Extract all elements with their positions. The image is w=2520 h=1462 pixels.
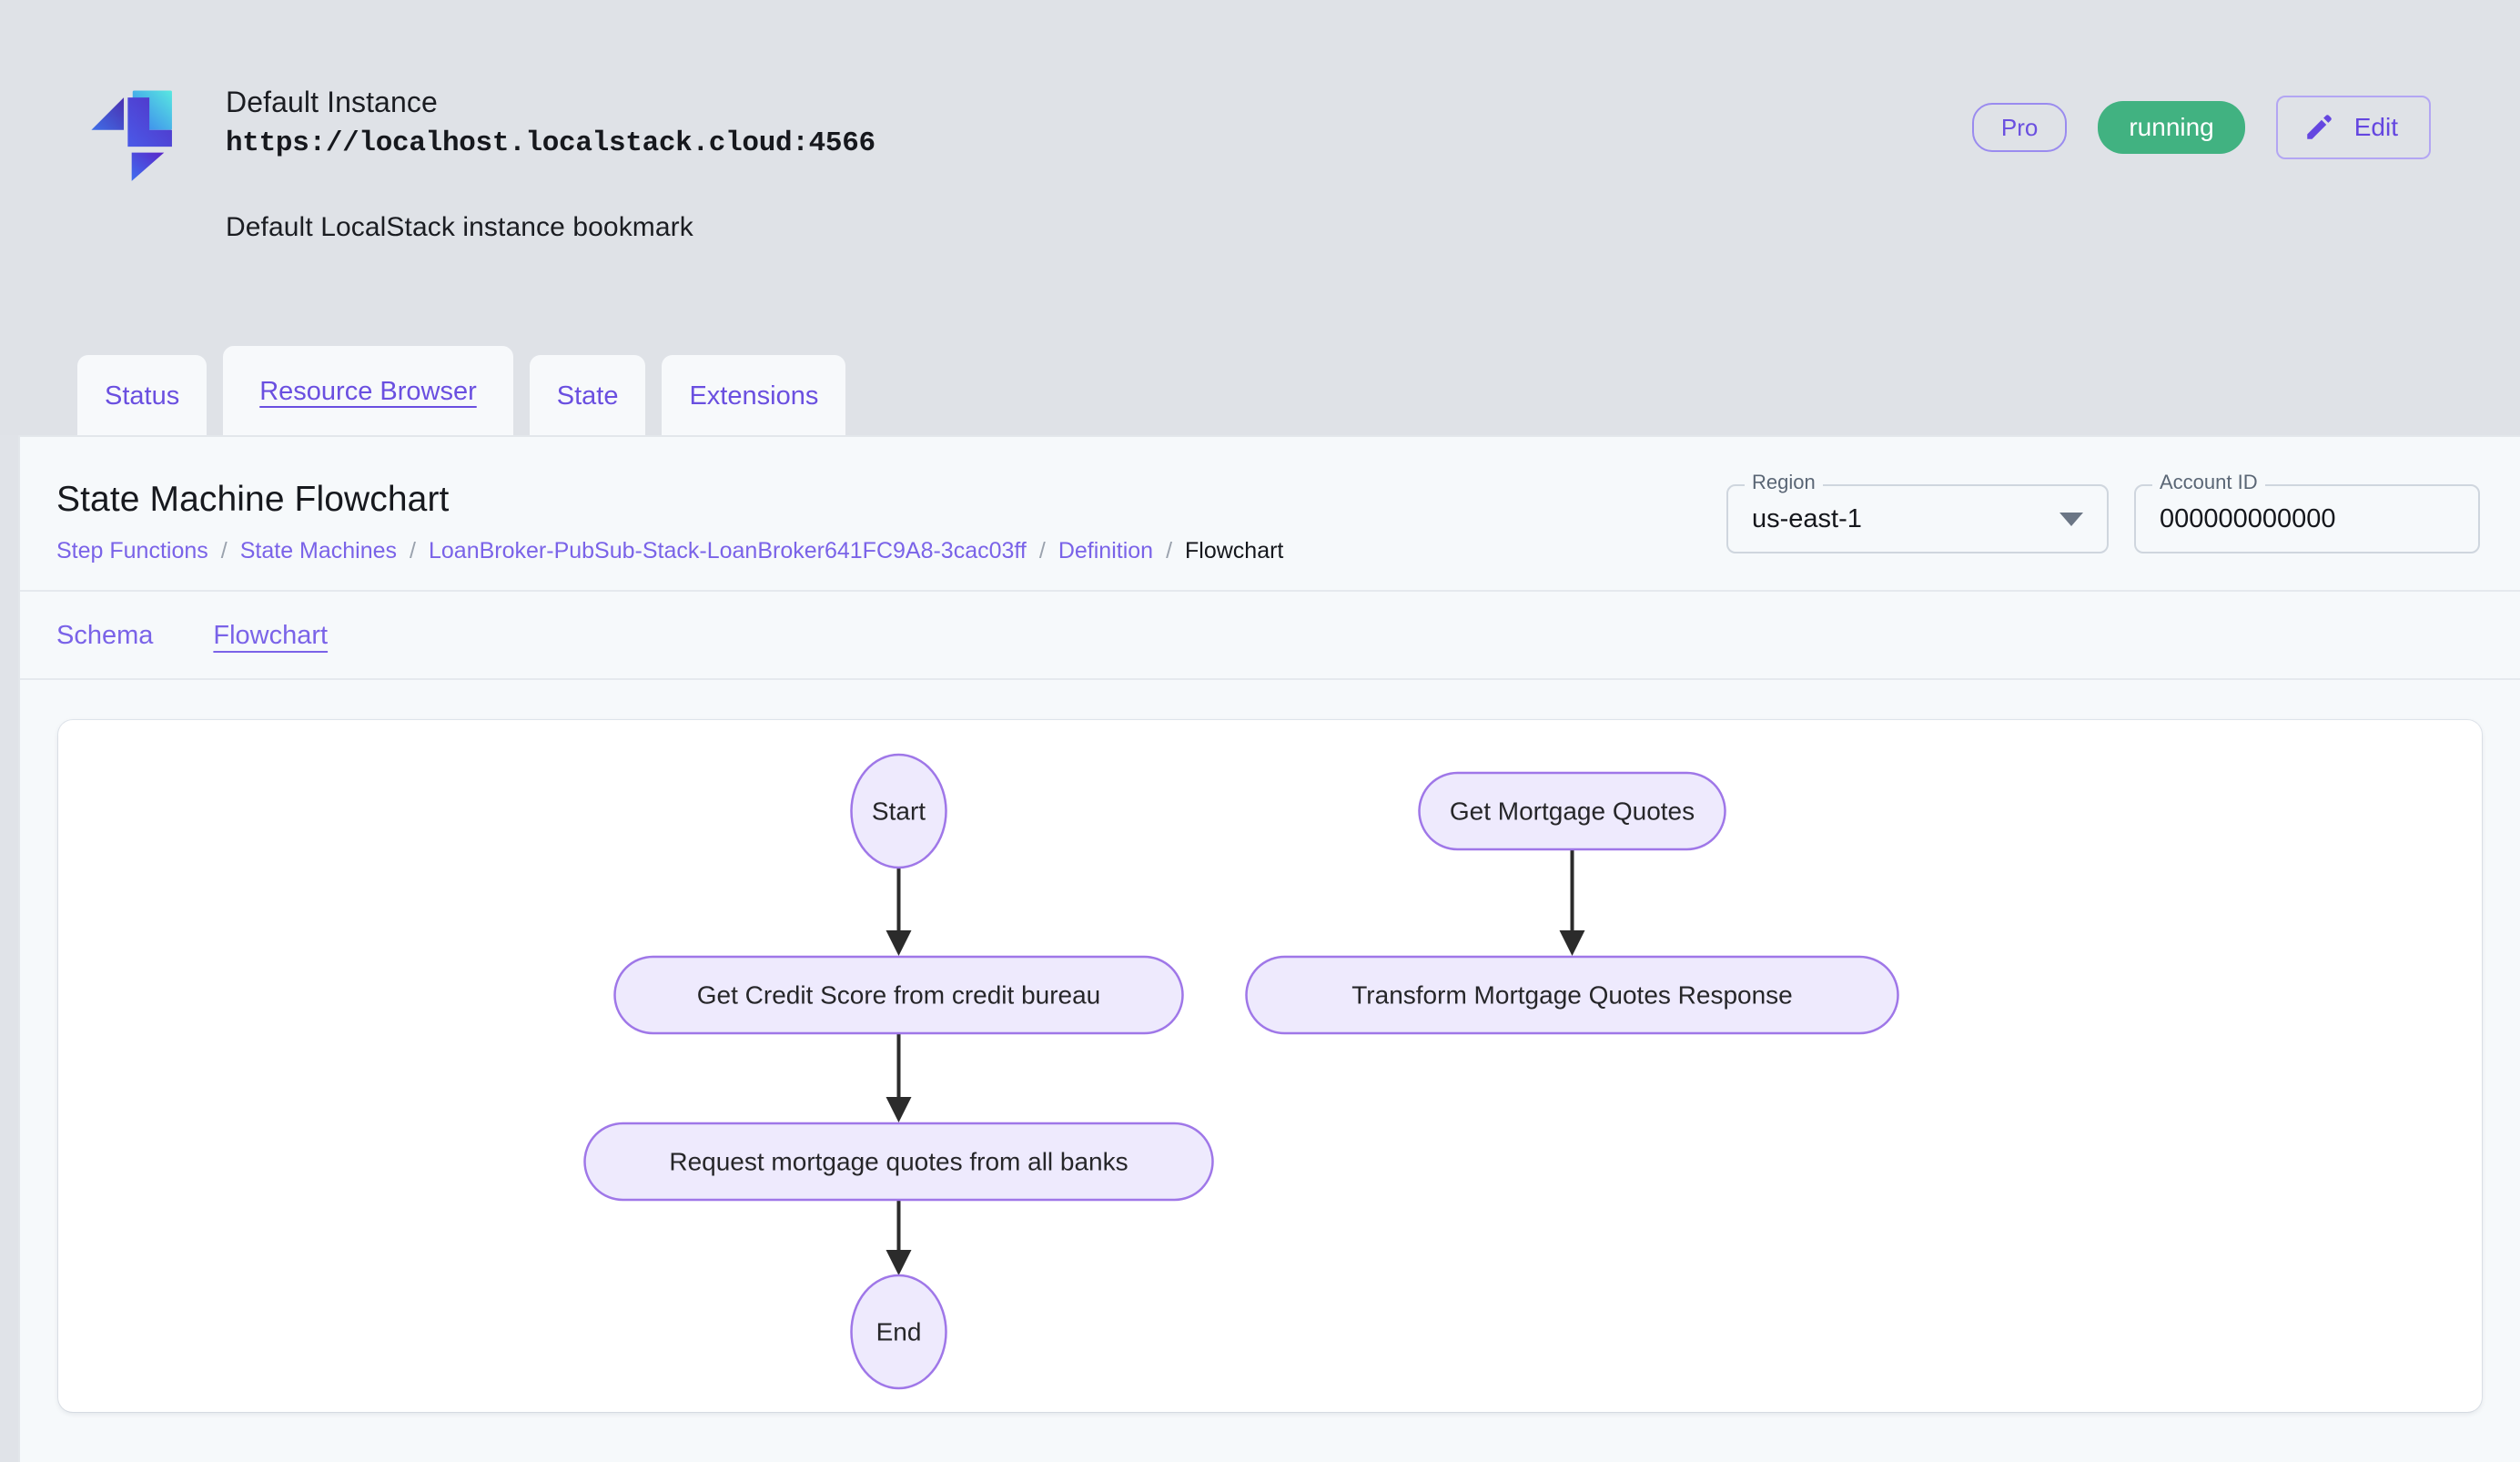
breadcrumb: Step Functions / State Machines / LoanBr… — [56, 537, 1284, 563]
flow-node-get-credit-score[interactable]: Get Credit Score from credit bureau — [613, 955, 1184, 1035]
instance-name: Default Instance — [226, 86, 438, 118]
header-actions: Pro running Edit — [1971, 96, 2431, 159]
chevron-down-icon — [2060, 512, 2083, 526]
flow-node-label: Start — [872, 797, 926, 825]
breadcrumb-separator: / — [410, 537, 416, 563]
tab-label: Status — [105, 381, 180, 411]
tab-status[interactable]: Status — [77, 355, 207, 435]
sub-tab-strip: Schema Flowchart — [20, 592, 2520, 680]
tab-label: Resource Browser — [259, 376, 477, 406]
breadcrumb-separator: / — [1038, 537, 1046, 563]
panel-header-controls: Region us-east-1 Account ID 000000000000 — [1726, 472, 2480, 553]
pro-badge[interactable]: Pro — [1971, 103, 2068, 152]
flow-edges — [886, 848, 1585, 1275]
breadcrumb-separator: / — [1166, 537, 1173, 563]
instance-endpoint: https://localhost.localstack.cloud:4566 — [226, 127, 875, 159]
tab-resource-browser[interactable]: Resource Browser — [223, 346, 513, 435]
app-header: Default Instance https://localhost.local… — [0, 0, 2520, 435]
flow-node-label: Get Mortgage Quotes — [1450, 797, 1695, 825]
tab-extensions[interactable]: Extensions — [662, 355, 846, 435]
panel-title-block: State Machine Flowchart Step Functions /… — [56, 479, 1283, 563]
instance-summary: Default Instance https://localhost.local… — [0, 0, 2520, 243]
flow-node-label: Transform Mortgage Quotes Response — [1351, 980, 1793, 1009]
page-title: State Machine Flowchart — [56, 480, 450, 519]
state-machine-flowchart[interactable]: Start Get Credit Score from credit burea… — [58, 720, 2482, 1412]
panel-header: State Machine Flowchart Step Functions /… — [20, 437, 2520, 592]
flow-node-label: Request mortgage quotes from all banks — [669, 1147, 1128, 1175]
tab-state[interactable]: State — [529, 355, 646, 435]
flow-node-request-mortgage-quotes[interactable]: Request mortgage quotes from all banks — [583, 1122, 1214, 1202]
breadcrumb-item-step-functions[interactable]: Step Functions — [56, 537, 208, 563]
flow-node-end[interactable]: End — [850, 1274, 947, 1390]
tab-label: Extensions — [689, 381, 819, 411]
flow-node-get-mortgage-quotes[interactable]: Get Mortgage Quotes — [1418, 771, 1726, 851]
account-id-label: Account ID — [2152, 472, 2265, 492]
edit-button[interactable]: Edit — [2275, 96, 2431, 159]
flow-node-transform-mortgage-quotes-response[interactable]: Transform Mortgage Quotes Response — [1245, 955, 1899, 1035]
status-badge[interactable]: running — [2098, 101, 2245, 154]
breadcrumb-separator: / — [220, 537, 228, 563]
sub-tab-schema[interactable]: Schema — [56, 620, 154, 650]
flow-node-start[interactable]: Start — [850, 753, 947, 869]
content-panel: State Machine Flowchart Step Functions /… — [18, 435, 2520, 1462]
breadcrumb-item-state-machine-name[interactable]: LoanBroker-PubSub-Stack-LoanBroker641FC9… — [429, 537, 1027, 563]
pencil-icon — [2303, 112, 2334, 143]
edit-button-label: Edit — [2353, 113, 2398, 141]
breadcrumb-item-state-machines[interactable]: State Machines — [239, 537, 398, 563]
main-tab-strip: Status Resource Browser State Extensions — [77, 346, 846, 435]
account-id-value: 000000000000 — [2160, 503, 2336, 533]
region-value: us-east-1 — [1752, 503, 1862, 533]
breadcrumb-item-flowchart: Flowchart — [1185, 537, 1284, 563]
instance-text-block: Default Instance https://localhost.local… — [226, 80, 875, 243]
flow-node-label: End — [876, 1317, 922, 1345]
region-select[interactable]: Region us-east-1 — [1726, 472, 2109, 553]
flow-node-label: Get Credit Score from credit bureau — [697, 980, 1101, 1009]
tab-label: State — [556, 381, 619, 411]
localstack-logo-icon — [86, 84, 185, 182]
account-id-field[interactable]: Account ID 000000000000 — [2134, 472, 2480, 553]
flowchart-card: Start Get Credit Score from credit burea… — [58, 719, 2482, 1412]
sub-tab-flowchart[interactable]: Flowchart — [213, 620, 329, 650]
region-label: Region — [1745, 472, 1823, 492]
instance-description: Default LocalStack instance bookmark — [226, 212, 693, 243]
breadcrumb-item-definition[interactable]: Definition — [1058, 537, 1154, 563]
